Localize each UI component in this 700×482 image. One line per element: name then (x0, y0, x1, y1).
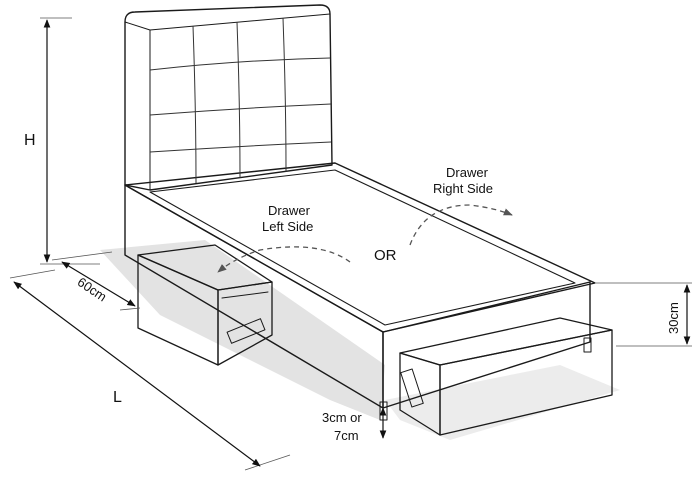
base-height-dimension: 30cm (596, 282, 692, 347)
height-label: H (24, 132, 36, 149)
drawer-left-label-line1: Drawer (268, 203, 311, 218)
length-label: L (113, 389, 122, 406)
length-dimension: L (9, 269, 291, 471)
drawer-right (399, 317, 613, 436)
leg-height-dimension: 3cm or 7cm (322, 407, 387, 443)
drawer-right-label-line2: Right Side (433, 181, 493, 196)
drawer-left-label-line2: Left Side (262, 219, 313, 234)
annotations: Drawer Left Side Drawer Right Side OR (262, 165, 493, 264)
depth-label: 60cm (75, 274, 110, 304)
leg-height-label-line2: 7cm (334, 428, 359, 443)
headboard (124, 4, 333, 191)
base-height-label: 30cm (666, 302, 681, 334)
drawer-direction-arrows (217, 204, 513, 273)
or-label: OR (374, 247, 397, 264)
drawer-right-label-line1: Drawer (446, 165, 489, 180)
height-dimension: H (24, 17, 100, 265)
leg-height-label-line1: 3cm or (322, 410, 362, 425)
